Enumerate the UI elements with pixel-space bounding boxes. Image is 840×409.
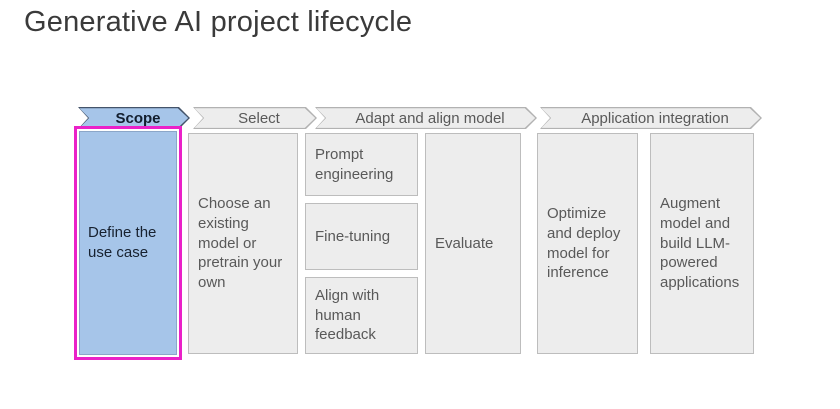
box-augment-build-label: Augment model and build LLM-powered appl… (660, 195, 740, 292)
box-define-use-case-label: Define the use case (88, 224, 157, 261)
stage-label-adapt-align: Adapt and align model (355, 109, 505, 127)
box-prompt-engineering: Prompt engineering (305, 133, 418, 196)
box-evaluate-label: Evaluate (435, 234, 494, 252)
box-optimize-deploy: Optimize and deploy model for inference (537, 133, 638, 354)
box-fine-tuning: Fine-tuning (305, 203, 418, 270)
stage-label-scope: Scope (115, 109, 161, 127)
stage-label-application-integration: Application integration (581, 109, 729, 127)
box-fine-tuning-label: Fine-tuning (315, 227, 391, 245)
chevron-arrow-fill (317, 108, 536, 128)
box-optimize-deploy-label: Optimize and deploy model for inference (547, 204, 621, 282)
box-define-use-case: Define the use case (79, 131, 177, 355)
selection-outline: Define the use case (74, 126, 182, 360)
stage-arrow-adapt-align: Adapt and align model (315, 107, 537, 129)
box-align-human-feedback: Align with human feedback (305, 277, 418, 354)
chevron-arrow-fill (80, 108, 189, 128)
box-prompt-engineering-label: Prompt engineering (315, 145, 394, 183)
stage-arrow-application-integration: Application integration (540, 107, 762, 129)
box-align-human-feedback-label: Align with human feedback (315, 286, 380, 344)
page-title: Generative AI project lifecycle (24, 6, 413, 38)
box-choose-model-label: Choose an existing model or pretrain you… (198, 195, 283, 292)
stage-arrow-scope: Scope (78, 107, 190, 129)
box-choose-model: Choose an existing model or pretrain you… (188, 133, 298, 354)
chevron-arrow-fill (195, 108, 316, 128)
box-evaluate: Evaluate (425, 133, 521, 354)
stage-label-select: Select (238, 109, 280, 127)
box-augment-build: Augment model and build LLM-powered appl… (650, 133, 754, 354)
chevron-arrow-fill (542, 108, 761, 128)
stage-arrow-select: Select (193, 107, 317, 129)
